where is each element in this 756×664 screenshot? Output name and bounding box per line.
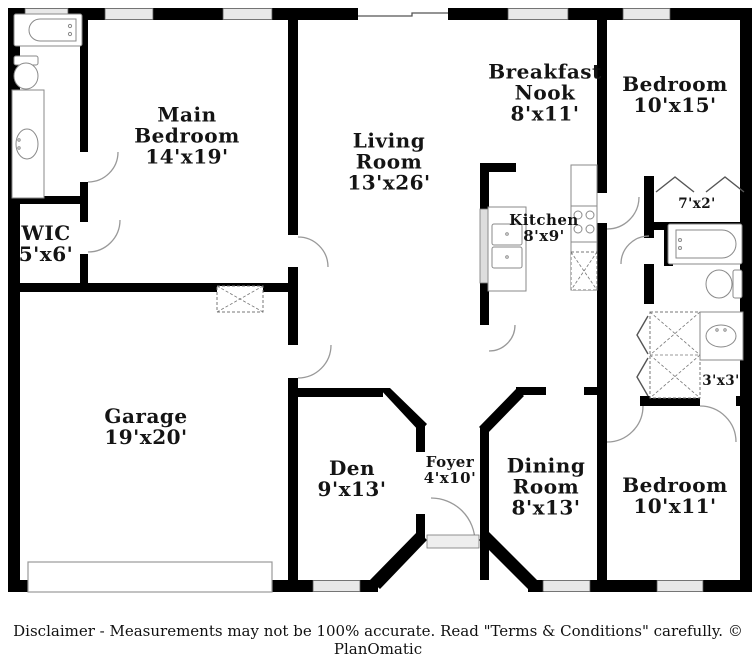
- room-name: Den: [328, 456, 376, 480]
- toilet-icon: [13, 55, 39, 90]
- room-label-main-bedroom: Main Bedroom 14'x19': [134, 102, 240, 169]
- room-dims: 13'x26': [347, 170, 431, 195]
- room-label-shower-3x3: 3'x3': [702, 374, 740, 388]
- door-arc-bedroom2: [606, 405, 644, 443]
- room-dims: 10'x15': [633, 93, 717, 117]
- room-name: Room: [355, 149, 423, 174]
- room-dims: 3'x3': [702, 373, 740, 389]
- pass-through: [479, 208, 489, 284]
- window: [622, 8, 671, 20]
- door-arc-front-entry: [430, 497, 476, 543]
- room-label-kitchen: Kitchen 8'x9': [509, 212, 579, 244]
- toilet-icon: [705, 269, 743, 299]
- hvac-box-icon: [216, 285, 264, 313]
- fixtures: [11, 13, 744, 593]
- door-arc-main-bedroom: [297, 236, 329, 268]
- bifold-door: [705, 176, 745, 193]
- bifold-door: [636, 315, 649, 355]
- opening-header: [358, 12, 448, 17]
- room-label-foyer: Foyer 4'x10': [424, 454, 476, 486]
- room-dims: 9'x13': [317, 477, 387, 501]
- room-label-dining-room: Dining Room 8'x13': [506, 453, 586, 520]
- window: [104, 8, 154, 20]
- stove-icon: [570, 205, 598, 243]
- room-label-garage: Garage 19'x20': [104, 406, 187, 448]
- room-label-wic: WIC 5'x6': [19, 223, 74, 265]
- room-name: Room: [512, 474, 580, 499]
- bathtub-icon: [13, 13, 83, 47]
- room-label-bedroom-lower: Bedroom 10'x11': [622, 475, 728, 517]
- window: [312, 580, 361, 592]
- window: [222, 8, 273, 20]
- room-dims: 19'x20': [104, 425, 188, 449]
- room-name: Bedroom: [622, 72, 728, 96]
- room-name: Main: [157, 102, 217, 127]
- room-dims: 7'x2': [678, 196, 716, 212]
- sink-vanity-icon: [11, 89, 45, 199]
- room-dims: 8'x11': [510, 101, 580, 126]
- room-dims: 5'x6': [18, 242, 74, 266]
- door-arc-bath2: [699, 405, 737, 443]
- door-arc-bath1: [620, 235, 650, 265]
- room-name: Garage: [104, 404, 188, 428]
- window: [507, 8, 569, 20]
- bathtub-icon: [667, 223, 743, 265]
- garage-door: [27, 561, 273, 593]
- sink-vanity-icon: [699, 311, 744, 361]
- room-name: WIC: [21, 221, 71, 245]
- kitchen-sink-icon: [487, 206, 527, 292]
- door-arc-bathroom: [87, 151, 119, 183]
- bifold-door: [655, 176, 695, 193]
- room-name: Foyer: [425, 453, 475, 471]
- shower-icon: [649, 311, 701, 399]
- floor-plan-drawing: [8, 8, 752, 593]
- room-dims: 4'x10': [423, 469, 477, 487]
- room-name: Bedroom: [134, 123, 240, 148]
- room-dims: 14'x19': [145, 144, 229, 169]
- door-arc-wic: [87, 219, 121, 253]
- room-name: Bedroom: [622, 473, 728, 497]
- room-label-breakfast-nook: Breakfast Nook 8'x11': [488, 59, 602, 126]
- room-label-living-room: Living Room 13'x26': [347, 128, 431, 195]
- room-dims: 8'x13': [511, 495, 581, 520]
- room-label-den: Den 9'x13': [318, 458, 387, 500]
- door-arc-hall-nook: [606, 196, 640, 230]
- room-name: Dining: [506, 453, 586, 478]
- room-dims: 8'x9': [523, 227, 565, 245]
- door-arc-kitchen-hall: [488, 324, 516, 352]
- doors: [87, 151, 745, 549]
- room-name: Living: [352, 128, 426, 153]
- bifold-door: [636, 357, 649, 397]
- refrigerator-space-icon: [570, 251, 598, 291]
- door-arc-garage: [297, 344, 332, 379]
- disclaimer-text: Disclaimer - Measurements may not be 100…: [13, 622, 743, 658]
- room-label-bedroom-upper: Bedroom 10'x15': [622, 74, 728, 116]
- room-label-closet-7x2: 7'x2': [678, 197, 716, 211]
- room-dims: 10'x11': [633, 494, 717, 518]
- room-name: Nook: [514, 80, 576, 105]
- front-door-sill: [426, 534, 480, 549]
- room-name: Kitchen: [509, 211, 579, 229]
- room-name: Breakfast: [488, 59, 602, 84]
- window: [656, 580, 704, 592]
- window: [542, 580, 591, 592]
